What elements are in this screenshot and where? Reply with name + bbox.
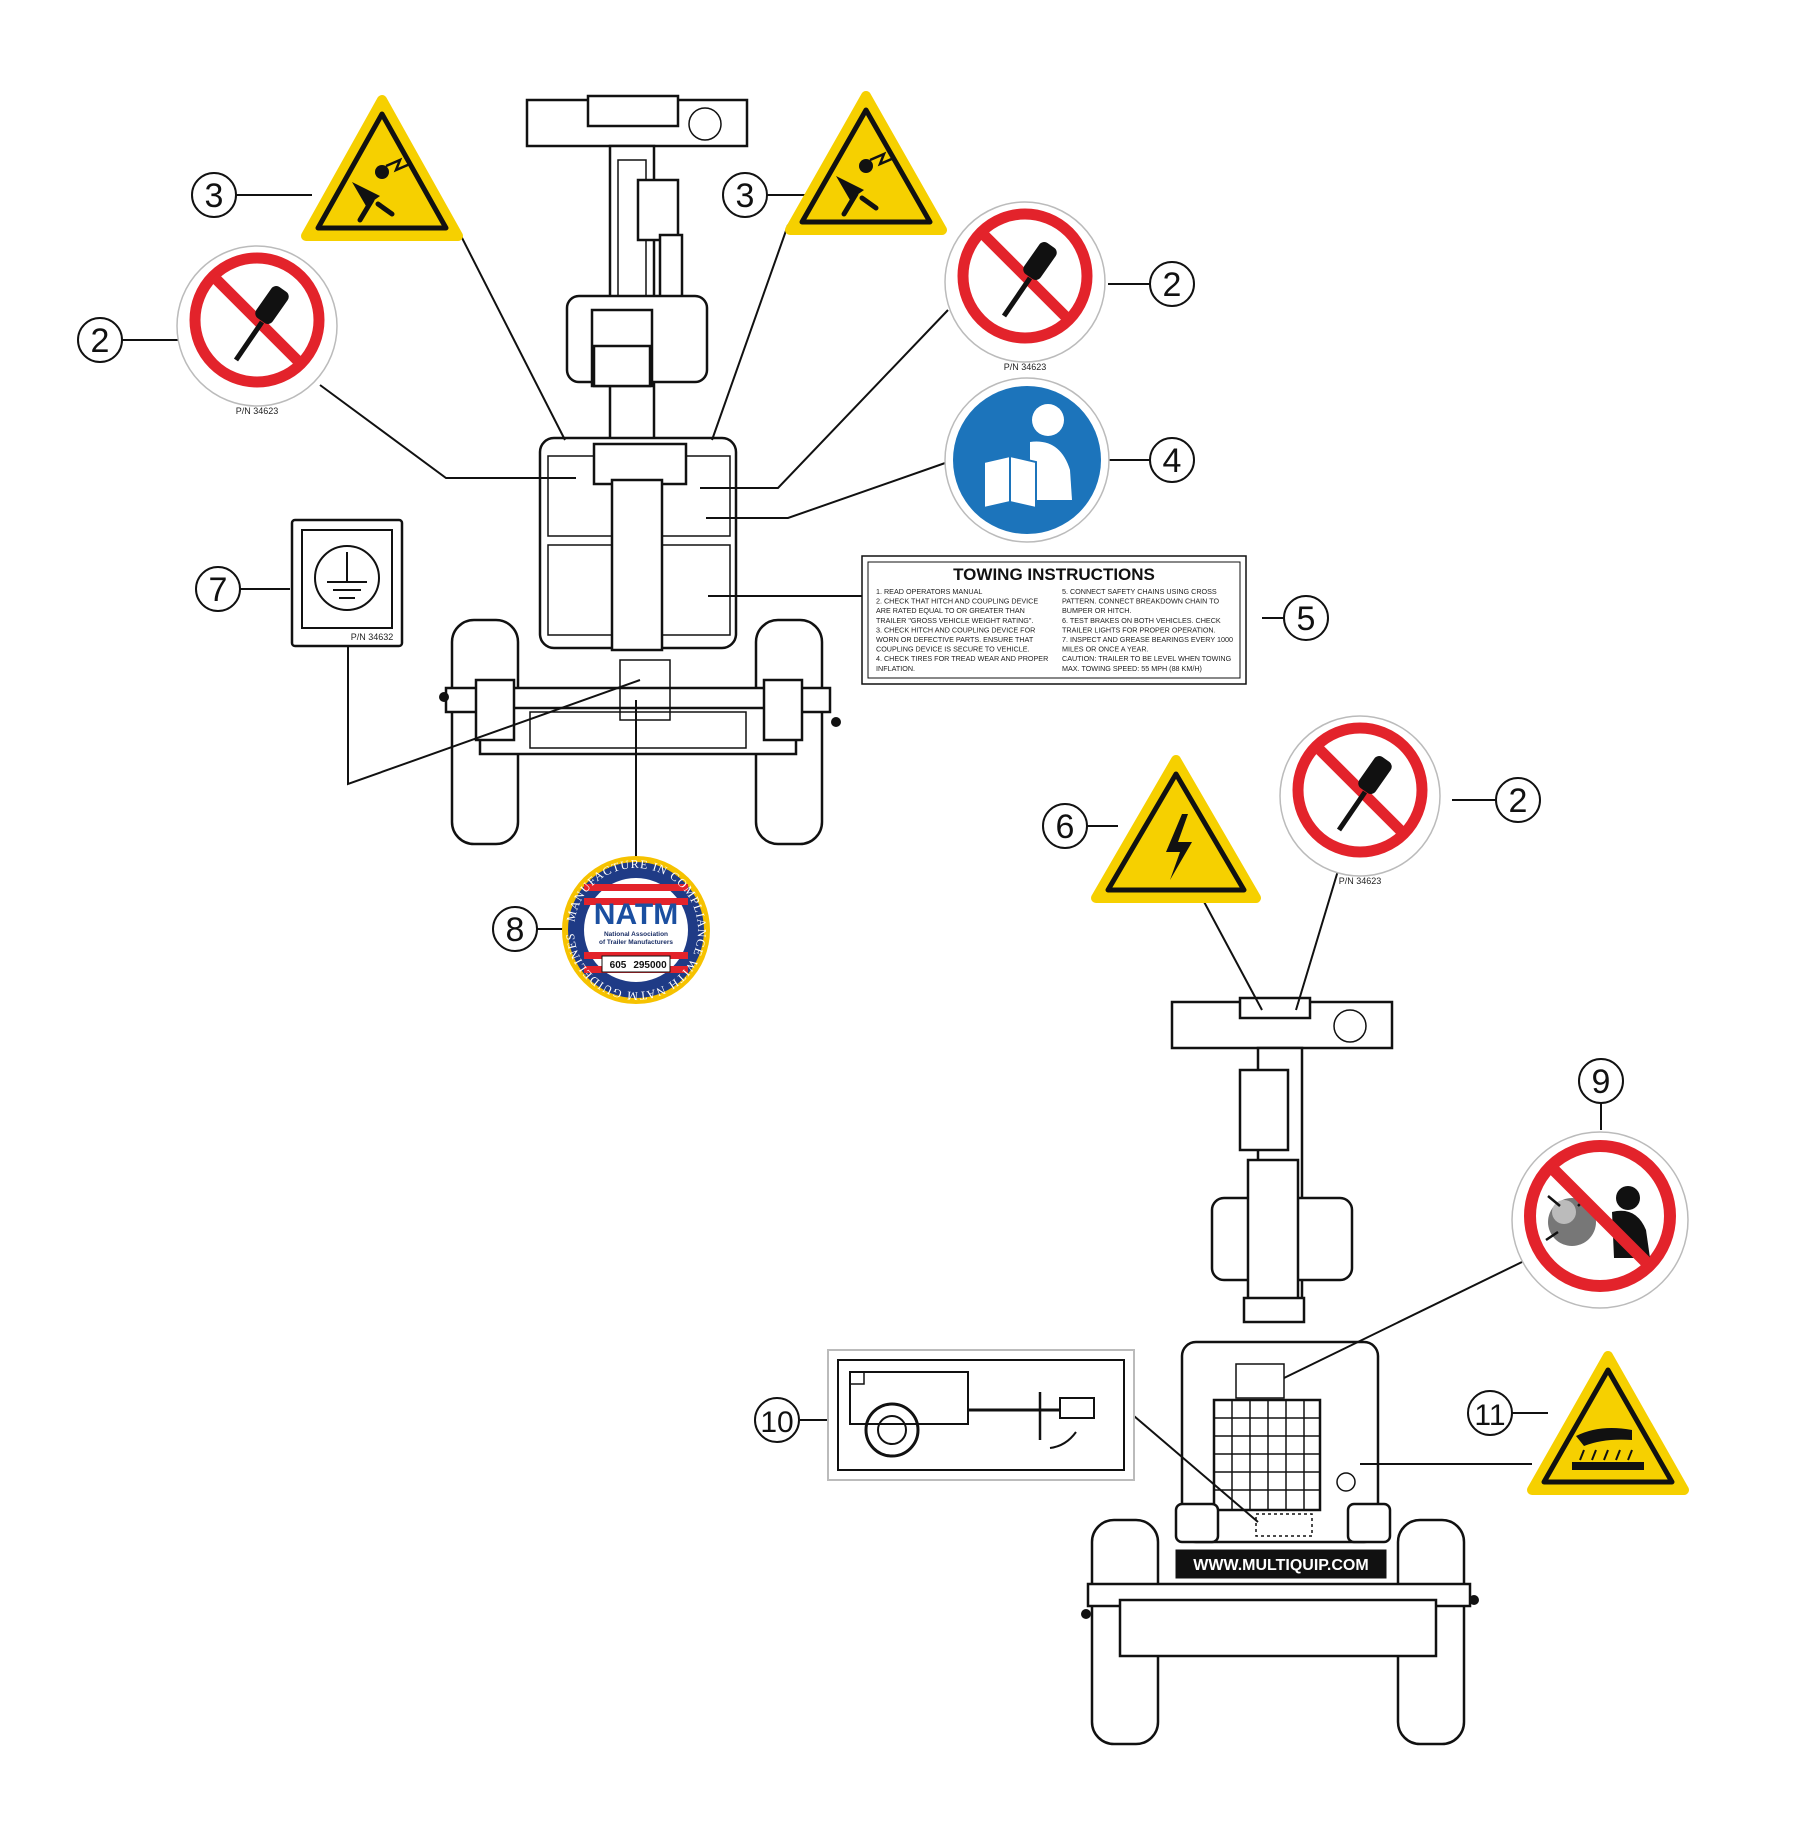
electric-shock-warning-icon: [301, 95, 463, 241]
towing-line: WORN OR DEFECTIVE PARTS. ENSURE THAT: [876, 635, 1034, 644]
protective-earth-ground-icon: P/N 34632: [290, 518, 404, 648]
no-tools-prohibition-icon: P/N 34623: [1279, 715, 1441, 886]
light-tower-front-view: WWW.MULTIQUIP.COM: [1081, 996, 1479, 1746]
tow-hitch-jack-decal-icon: [827, 1349, 1135, 1481]
explosion-prohibition-icon: [1511, 1131, 1689, 1309]
towing-line: 1. READ OPERATORS MANUAL: [876, 587, 982, 596]
towing-line: 3. CHECK HITCH AND COUPLING DEVICE FOR: [876, 625, 1035, 634]
no-tools-prohibition-icon: P/N 34623: [944, 201, 1106, 372]
towing-title: TOWING INSTRUCTIONS: [953, 565, 1155, 584]
callout-4: 4: [1149, 437, 1195, 483]
svg-text:6: 6: [1056, 808, 1075, 846]
towing-line: TRAILER "GROSS VEHICLE WEIGHT RATING".: [876, 616, 1033, 625]
towing-line: MAX. TOWING SPEED: 55 MPH (88 KM/H): [1062, 664, 1202, 673]
part-number-label: P/N 34623: [1339, 876, 1382, 886]
part-number-label: P/N 34623: [236, 406, 279, 416]
part-number-label: P/N 34632: [351, 632, 394, 642]
website-text: WWW.MULTIQUIP.COM: [1193, 1557, 1368, 1574]
svg-text:3: 3: [736, 177, 755, 215]
leader-lines: [122, 194, 1602, 1523]
natm-compliance-seal: MANUFACTURE IN COMPLIANCE WITH NATM GUID…: [562, 856, 710, 1004]
callout-2-lower: 2: [1495, 777, 1541, 823]
svg-text:11: 11: [1474, 1399, 1505, 1432]
natm-sub2: of Trailer Manufacturers: [599, 939, 673, 946]
natm-logo-text: NATM: [594, 898, 678, 931]
callout-8: 8: [492, 906, 538, 952]
callout-2-left: 2: [77, 317, 123, 363]
svg-text:4: 4: [1163, 442, 1182, 480]
towing-line: 6. TEST BRAKES ON BOTH VEHICLES. CHECK: [1062, 616, 1221, 625]
svg-text:7: 7: [209, 571, 228, 609]
towing-line: TRAILER LIGHTS FOR PROPER OPERATION.: [1062, 625, 1216, 634]
svg-text:10: 10: [760, 1406, 793, 1439]
towing-instructions-decal: TOWING INSTRUCTIONS 1. READ OPERATORS MA…: [861, 555, 1247, 685]
callout-3-left: 3: [191, 172, 237, 218]
natm-sub1: National Association: [604, 931, 668, 938]
read-manual-mandatory-icon: [944, 377, 1110, 543]
callout-7: 7: [195, 566, 241, 612]
callout-9: 9: [1578, 1058, 1624, 1104]
natm-code-a: 605: [610, 960, 627, 971]
towing-line: COUPLING DEVICE IS SECURE TO VEHICLE.: [876, 645, 1030, 654]
towing-line: 5. CONNECT SAFETY CHAINS USING CROSS: [1062, 587, 1217, 596]
high-voltage-warning-icon: [1091, 755, 1261, 903]
callout-2-right-upper: 2: [1149, 261, 1195, 307]
towing-line: PATTERN. CONNECT BREAKDOWN CHAIN TO: [1062, 597, 1219, 606]
callout-10: 10: [754, 1397, 800, 1443]
callout-5: 5: [1283, 595, 1329, 641]
towing-line: 2. CHECK THAT HITCH AND COUPLING DEVICE: [876, 597, 1038, 606]
svg-text:2: 2: [1509, 782, 1528, 820]
callout-3-right: 3: [722, 172, 768, 218]
callout-11: 11: [1467, 1390, 1513, 1436]
light-tower-rear-view: [439, 94, 841, 846]
svg-text:2: 2: [1163, 266, 1182, 304]
no-tools-prohibition-icon: P/N 34623: [176, 245, 338, 416]
svg-text:9: 9: [1592, 1063, 1611, 1101]
towing-line: BUMPER OR HITCH.: [1062, 606, 1131, 615]
svg-text:5: 5: [1297, 600, 1316, 638]
svg-text:8: 8: [506, 911, 525, 949]
towing-items-right: 5. CONNECT SAFETY CHAINS USING CROSS PAT…: [1062, 587, 1233, 673]
electric-shock-warning-icon: [785, 91, 947, 235]
towing-line: INFLATION.: [876, 664, 915, 673]
svg-text:2: 2: [91, 322, 110, 360]
towing-line: MILES OR ONCE A YEAR.: [1062, 645, 1149, 654]
part-number-label: P/N 34623: [1004, 362, 1047, 372]
svg-text:3: 3: [205, 177, 224, 215]
engine-grille: [1212, 1398, 1322, 1512]
towing-line: 7. INSPECT AND GREASE BEARINGS EVERY 100…: [1062, 635, 1233, 644]
callout-6: 6: [1042, 803, 1088, 849]
towing-line: ARE RATED EQUAL TO OR GREATER THAN: [876, 606, 1025, 615]
towing-line: CAUTION: TRAILER TO BE LEVEL WHEN TOWING: [1062, 654, 1232, 663]
towing-line: 4. CHECK TIRES FOR TREAD WEAR AND PROPER: [876, 654, 1048, 663]
hot-surface-warning-icon: [1527, 1351, 1689, 1495]
natm-code-b: 295000: [633, 960, 667, 971]
